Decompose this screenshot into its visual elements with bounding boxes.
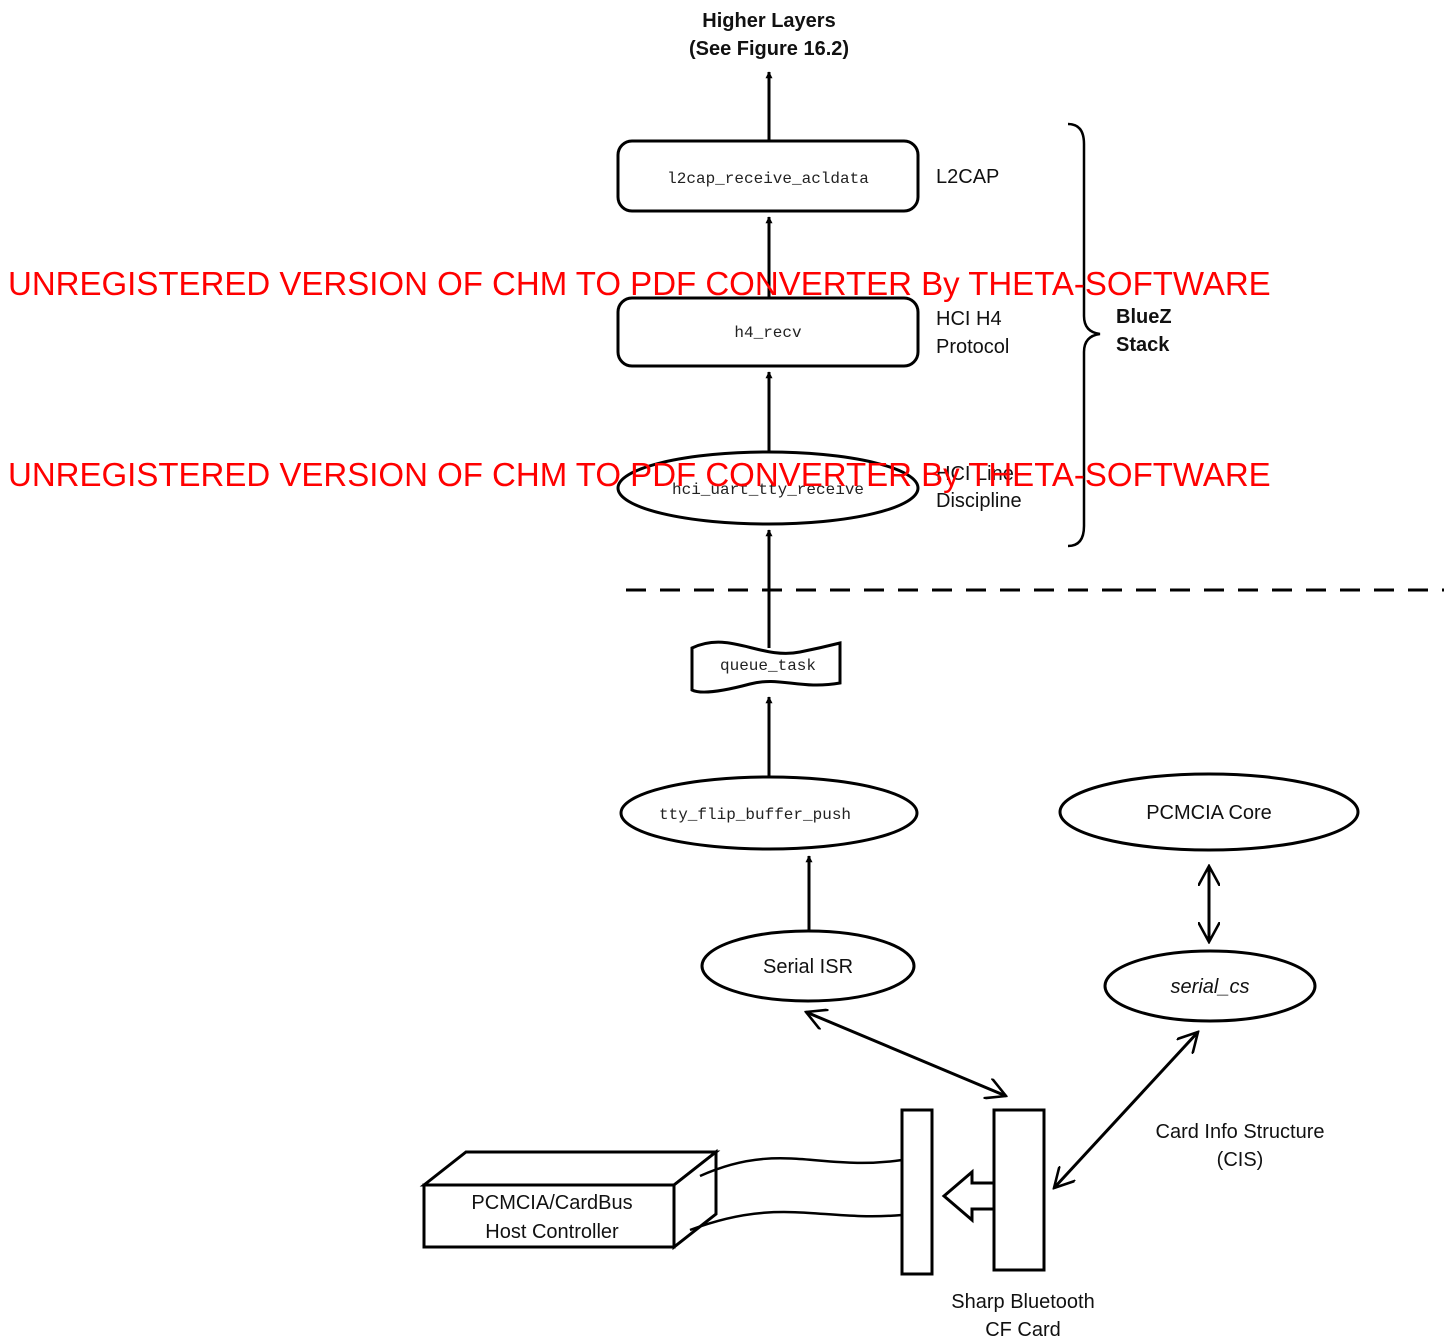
host-label-line2: Host Controller xyxy=(485,1221,619,1243)
bluez-stack-brace xyxy=(1067,122,1101,548)
card-insert-arrow xyxy=(941,1168,996,1224)
l2cap-label: L2CAP xyxy=(936,166,999,188)
higher-layers-subtitle: (See Figure 16.2) xyxy=(689,38,849,60)
h4-label-line1: HCI H4 xyxy=(936,308,1002,330)
cable-bottom-edge xyxy=(689,1210,903,1232)
bluetooth-cf-card xyxy=(992,1108,1046,1272)
serial-isr-ellipse xyxy=(700,929,916,1003)
watermark-line-2: UNREGISTERED VERSION OF CHM TO PDF CONVE… xyxy=(8,456,1271,493)
ldisc-label-line1: HCI Line xyxy=(936,463,1014,485)
cable-top-edge xyxy=(699,1157,903,1178)
pcmcia-core-label: PCMCIA Core xyxy=(1146,802,1272,824)
pcmcia-core-ellipse xyxy=(1058,772,1360,852)
higher-layers-title: Higher Layers xyxy=(702,10,835,32)
arrow-serial-cs-card xyxy=(1054,1032,1198,1188)
ldisc-function-label: hci_uart_tty_receive xyxy=(672,481,864,499)
bluez-label-line1: BlueZ xyxy=(1116,306,1172,328)
flip-function-label: tty_flip_buffer_push xyxy=(659,806,851,824)
queue-task-shape xyxy=(690,640,842,694)
line-discipline-ellipse xyxy=(616,450,920,526)
serial-cs-label: serial_cs xyxy=(1171,976,1250,998)
h4-function-label: h4_recv xyxy=(734,324,802,342)
card-label-line1: Sharp Bluetooth xyxy=(951,1291,1094,1313)
l2cap-function-label: l2cap_receive_acldata xyxy=(667,170,869,188)
cis-label-line1: Card Info Structure xyxy=(1156,1121,1325,1143)
serial-isr-label: Serial ISR xyxy=(763,956,853,978)
tty-flip-buffer-ellipse xyxy=(619,775,919,851)
pcmcia-slot xyxy=(900,1108,934,1276)
l2cap-box xyxy=(616,139,920,213)
arrow-isr-card xyxy=(806,1012,1006,1096)
host-controller-front xyxy=(422,1183,676,1249)
queue-function-label: queue_task xyxy=(720,657,816,675)
card-label-line2: CF Card xyxy=(985,1319,1061,1339)
serial-cs-ellipse xyxy=(1103,949,1317,1023)
h4-box xyxy=(616,296,920,368)
ldisc-label-line2: Discipline xyxy=(936,490,1022,512)
watermark-line-1: UNREGISTERED VERSION OF CHM TO PDF CONVE… xyxy=(8,265,1271,302)
host-controller-top xyxy=(419,1150,721,1187)
cis-label-line2: (CIS) xyxy=(1217,1149,1264,1171)
bluez-label-line2: Stack xyxy=(1116,334,1170,356)
h4-label-line2: Protocol xyxy=(936,336,1009,358)
host-label-line1: PCMCIA/CardBus xyxy=(471,1192,632,1214)
